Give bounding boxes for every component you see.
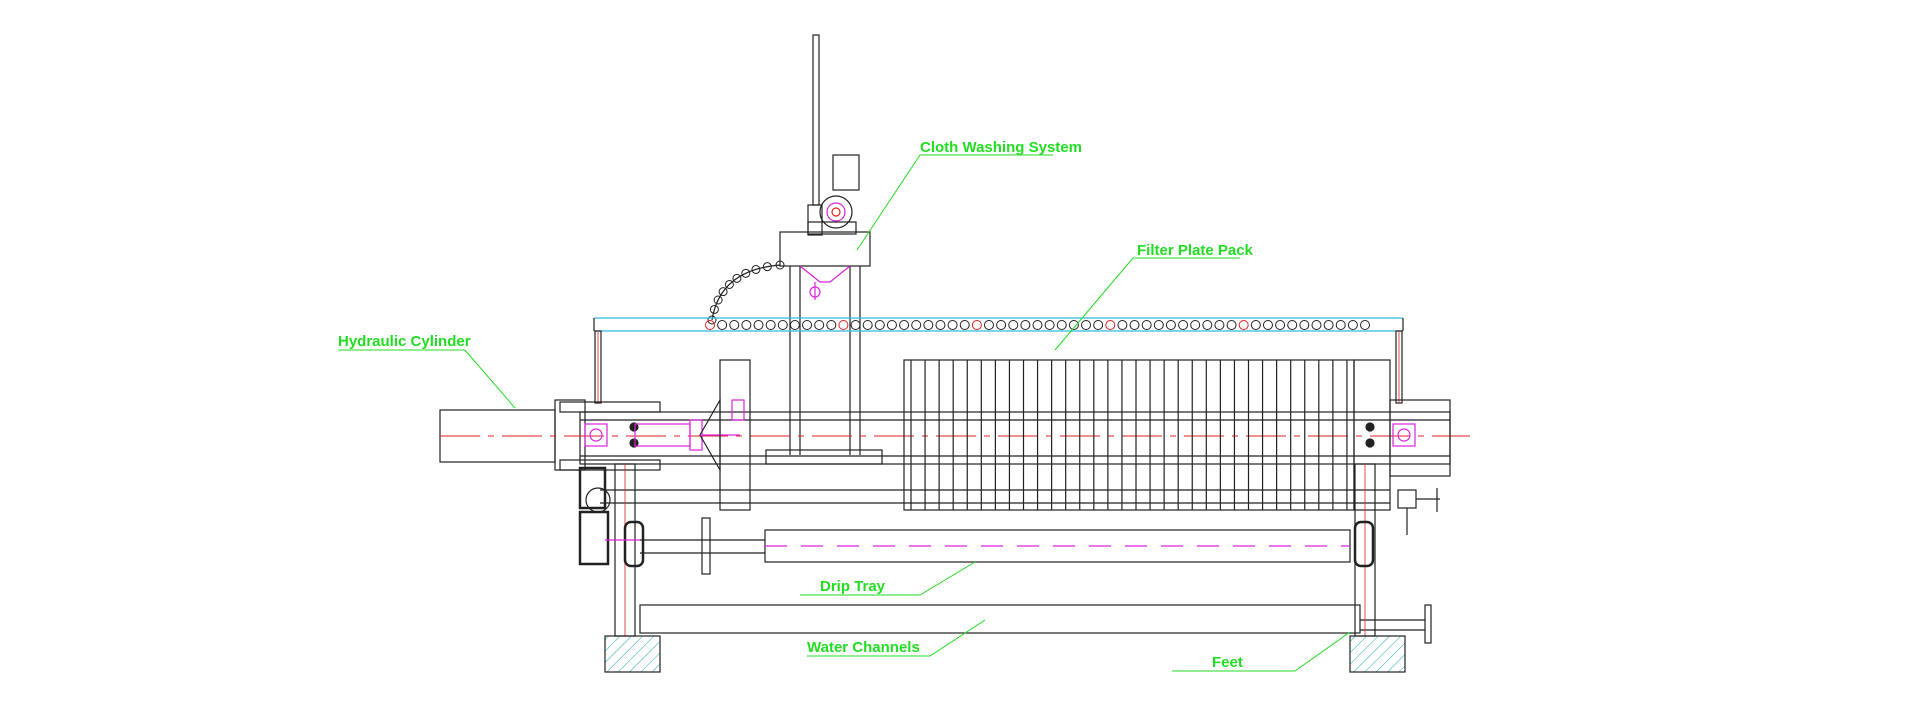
filter-plate-pack [903,359,1391,511]
rail-nozzle [1153,320,1164,330]
rail-nozzle [1141,320,1152,330]
right-valve [1397,488,1440,535]
label-cloth-washing-system: Cloth Washing System [920,139,1082,156]
rail-nozzle [1129,320,1140,330]
leader-cloth-washing [856,154,1053,251]
rail-nozzle [850,320,861,330]
leader-feet [1172,631,1351,672]
rail-nozzle [1214,320,1225,330]
rail-posts [594,330,1403,404]
rail-nozzle [1238,320,1249,330]
rail-nozzle [1081,320,1092,330]
rail-nozzle [1056,320,1067,330]
rail-nozzle [947,320,958,330]
hose-nozzles [707,260,785,325]
rail-nozzle [741,320,752,330]
leader-lines [338,154,1351,672]
rail-nozzle [983,320,994,330]
rail-nozzle [1008,320,1019,330]
wash-motor [807,154,860,235]
rail-nozzle [1202,320,1213,330]
rail-nozzle [1105,320,1116,330]
rail-nozzle [1323,320,1334,330]
rail-nozzle [1347,320,1358,330]
head-plate [699,359,751,511]
rail-nozzle [923,320,934,330]
rail-nozzle [826,320,837,330]
rail-nozzle [814,320,825,330]
rail-nozzle [802,320,813,330]
beam-end-fittings [584,422,1416,448]
rail-nozzle [1275,320,1286,330]
leader-drip-tray [800,561,976,596]
rail-nozzle [1360,320,1370,330]
hose-nozzle [762,262,772,272]
leader-water-channels [807,619,986,657]
rail-nozzle [705,320,715,330]
rail-nozzle [996,320,1007,330]
hydraulic-cylinder [439,399,661,471]
rail-nozzle [1044,320,1055,330]
piston-rod [634,419,740,451]
hose-nozzle [713,295,723,305]
pump-unit [578,466,1375,568]
rail-nozzle [935,320,946,330]
rail-nozzle [1178,320,1189,330]
wash-hose [711,264,781,321]
side-beam [440,399,1470,477]
rail-nozzle [1117,320,1128,330]
rail-nozzle [717,320,728,330]
rail-nozzle [838,320,849,330]
feet-blocks [604,635,1406,673]
rail-nozzle [1287,320,1298,330]
rail-nozzle [886,320,897,330]
hose-nozzle [741,268,751,278]
hose-nozzle [707,315,717,325]
hose-nozzle [709,304,719,314]
hose-nozzle [718,287,728,297]
rail-nozzle [1032,320,1043,330]
rail-nozzle [874,320,885,330]
rail-nozzle [911,320,922,330]
rail-nozzle [899,320,910,330]
label-water-channels: Water Channels [807,639,920,656]
label-drip-tray: Drip Tray [820,578,886,595]
hose-nozzle [751,264,761,274]
rail-nozzle [959,320,970,330]
rail-nozzle [1068,320,1079,330]
rail-nozzle [789,320,800,330]
rail-nozzle [1250,320,1261,330]
hose-nozzle [775,260,785,270]
rail-nozzle [862,320,873,330]
label-feet: Feet [1212,654,1243,671]
rail-nozzles [705,320,1370,330]
label-hydraulic-cylinder: Hydraulic Cylinder [338,333,471,350]
rail-nozzle [1262,320,1273,330]
hose-nozzle [724,279,734,289]
rail-nozzle [777,320,788,330]
hose-nozzle [732,273,742,283]
rail-nozzle [971,320,982,330]
leader-filter-plate [1054,257,1240,351]
rail-nozzle [1165,320,1176,330]
rail-nozzle [1093,320,1104,330]
rail-nozzle [1299,320,1310,330]
rail-nozzle [1226,320,1237,330]
washing-mast [807,34,823,236]
drip-tray-body [640,517,1351,575]
rail-nozzle [1020,320,1031,330]
leader-hydraulic [338,349,516,409]
water-channels-body [639,604,1432,644]
label-filter-plate-pack: Filter Plate Pack [1137,242,1254,259]
top-rail [593,317,1404,332]
rail-nozzle [1311,320,1322,330]
rail-nozzle [729,320,740,330]
wash-frame [765,231,883,465]
rail-nozzle [1190,320,1201,330]
rail-nozzle [1335,320,1346,330]
lower-guide [600,489,1390,504]
rail-nozzle [765,320,776,330]
rail-nozzle [753,320,764,330]
